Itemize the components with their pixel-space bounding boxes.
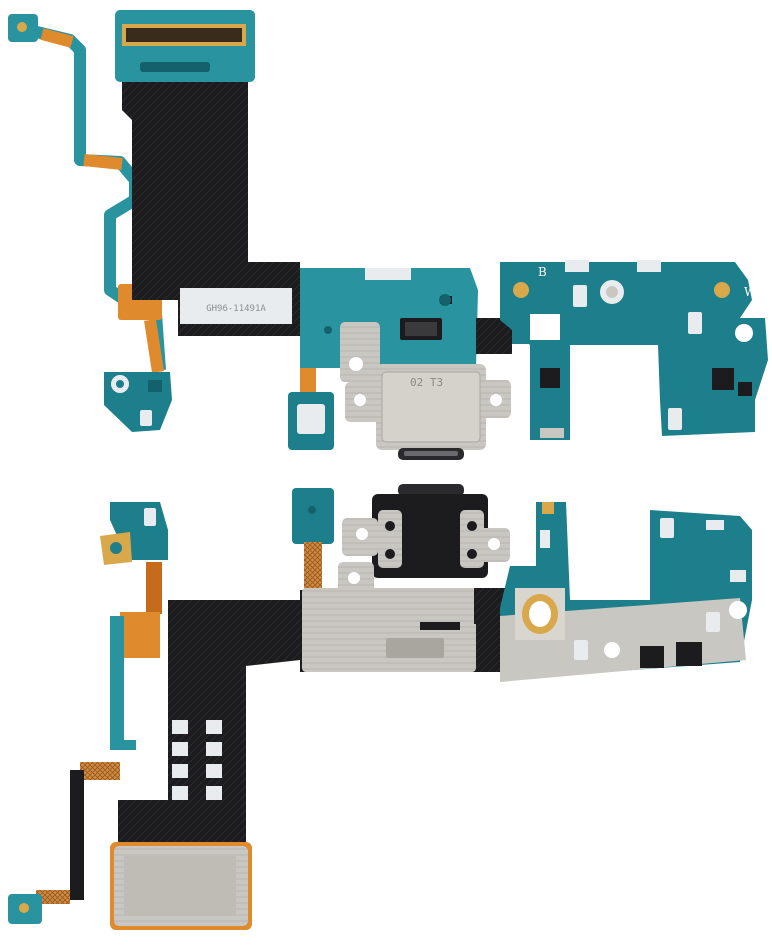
marking-w: W — [744, 285, 757, 299]
top-center-pcb: 02 T3 — [300, 268, 511, 460]
sticker-text: GH96-11491A — [206, 304, 266, 314]
bottom-microphone-flex — [292, 488, 334, 592]
antenna-contact-icon — [714, 282, 730, 298]
top-board-connector — [115, 10, 255, 82]
antenna-contact-icon — [17, 22, 27, 32]
antenna-contact-icon — [110, 542, 122, 554]
bottom-flex-assembly — [8, 484, 752, 930]
top-microphone-flex — [288, 345, 334, 450]
bottom-left-antenna-flex — [8, 502, 168, 924]
top-flex-sticker — [180, 288, 292, 324]
bottom-board-connector — [110, 842, 252, 930]
bottom-flex-test-pads — [172, 720, 222, 800]
microphone-icon — [297, 404, 325, 434]
top-main-black-flex — [122, 82, 300, 336]
top-flex-assembly: GH96-11491A 02 T3 — [8, 10, 768, 460]
antenna-contact-icon — [19, 903, 29, 913]
connector-text: 02 T3 — [410, 376, 443, 389]
marking-b: B — [538, 265, 547, 279]
antenna-contact-icon — [513, 282, 529, 298]
top-right-pcb: B W — [500, 260, 768, 440]
bottom-right-pcb — [500, 502, 752, 682]
usb-c-port-icon — [398, 484, 464, 496]
